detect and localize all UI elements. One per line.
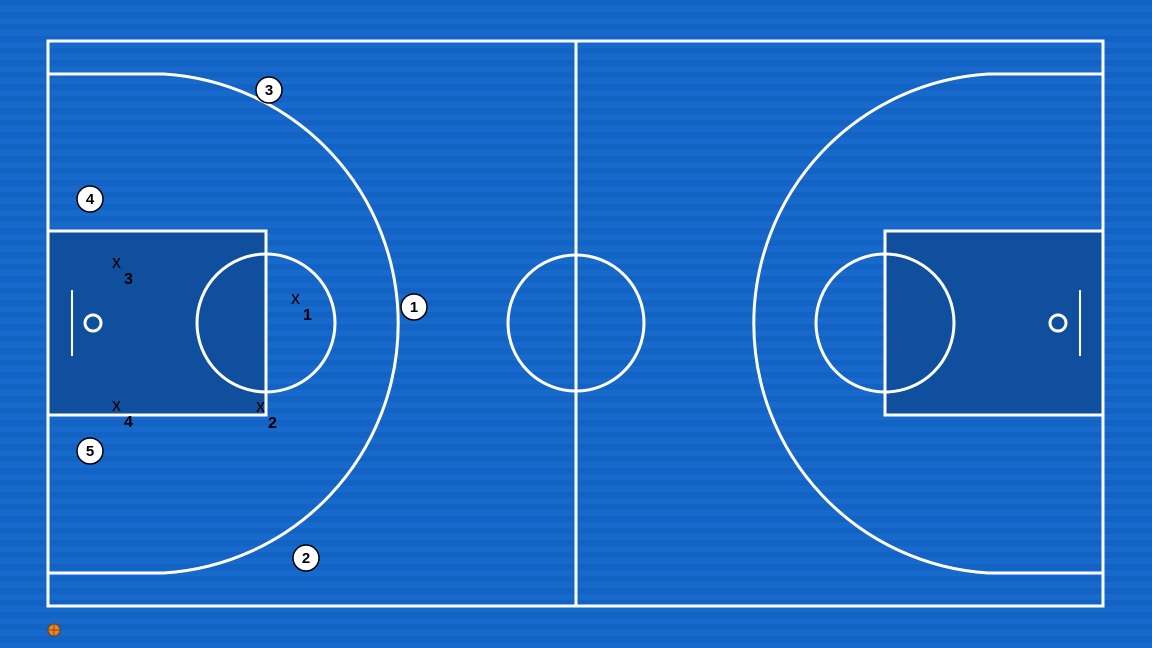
left-key	[46, 229, 268, 417]
left-paint	[48, 231, 266, 415]
offense-player-3: 3	[255, 76, 283, 104]
defender-2: x 2	[256, 396, 277, 432]
defender-letter: x	[256, 396, 265, 416]
left-free-throw-circle	[195, 252, 337, 394]
right-hoop	[1048, 313, 1068, 333]
offense-marker	[255, 76, 283, 104]
right-free-throw-circle	[814, 252, 956, 394]
defender-4: x 4	[112, 395, 133, 431]
left-hoop	[83, 313, 103, 333]
basketball-icon	[47, 623, 61, 637]
defender-3: x 3	[112, 252, 133, 288]
defender-letter: x	[112, 395, 121, 415]
defender-1: x 1	[291, 288, 312, 324]
offense-player-5: 5	[76, 437, 104, 465]
offense-marker	[292, 544, 320, 572]
center-circle	[506, 253, 646, 393]
defender-number: 1	[303, 307, 312, 324]
defender-letter: x	[112, 252, 121, 272]
offense-marker	[76, 185, 104, 213]
defender-number: 4	[124, 414, 133, 431]
offense-label: 4	[86, 191, 95, 208]
offense-marker	[400, 293, 428, 321]
right-paint	[885, 231, 1103, 415]
right-three-point-arc	[752, 72, 989, 575]
offense-player-1: 1	[400, 293, 428, 321]
offense-label: 1	[410, 299, 418, 316]
offense-label: 3	[265, 82, 273, 99]
offense-marker	[76, 437, 104, 465]
right-key	[883, 229, 1105, 417]
offense-label: 2	[302, 550, 310, 567]
defender-number: 2	[268, 415, 277, 432]
left-three-point-arc	[163, 72, 400, 575]
defender-number: 3	[124, 271, 133, 288]
offense-player-2: 2	[292, 544, 320, 572]
defender-letter: x	[291, 288, 300, 308]
offense-player-4: 4	[76, 185, 104, 213]
offense-label: 5	[86, 443, 94, 460]
